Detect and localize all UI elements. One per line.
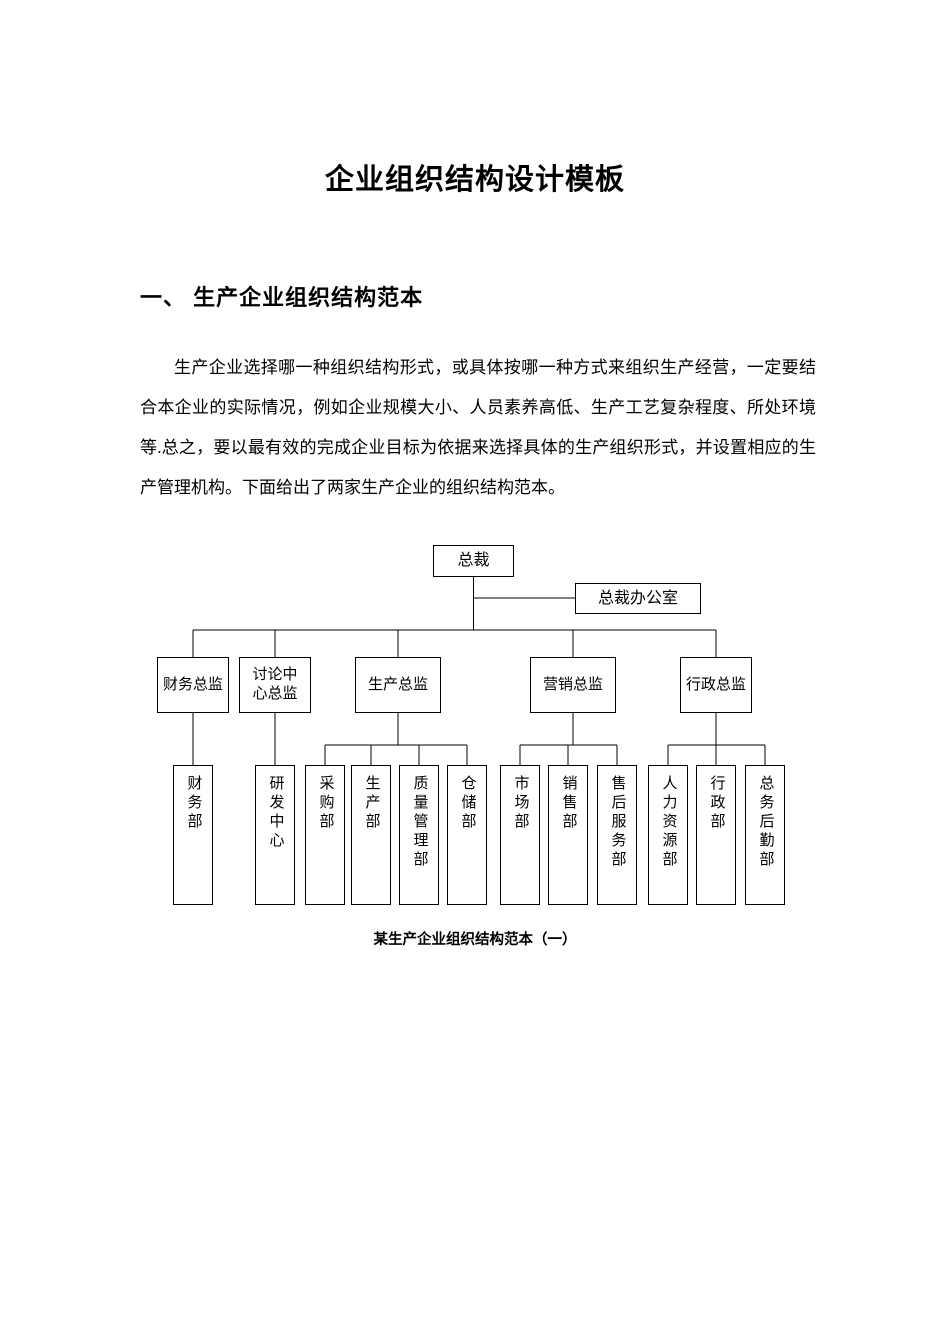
figure-caption: 某生产企业组织结构范本（一） xyxy=(373,932,577,948)
org-node-admin-director: 行政总监 xyxy=(680,657,752,713)
org-node-label: 财务总监 xyxy=(162,676,223,693)
org-node-president-office: 总裁办公室 xyxy=(575,583,701,614)
org-node-president: 总裁 xyxy=(433,545,514,577)
org-node-label: 行政总监 xyxy=(685,676,746,693)
org-node-aftersales-dept: 售后服务部 xyxy=(597,765,637,905)
org-node-label: 市场部 xyxy=(512,775,529,832)
org-node-production-dept: 生产部 xyxy=(351,765,391,905)
org-node-label: 讨论中心总监 xyxy=(252,667,298,702)
org-node-admin-dept: 行政部 xyxy=(696,765,736,905)
org-node-label: 财务部 xyxy=(185,775,202,832)
org-node-discussion-center-director: 讨论中心总监 xyxy=(239,657,311,713)
org-node-warehouse-dept: 仓储部 xyxy=(447,765,487,905)
org-node-sales-dept: 销售部 xyxy=(548,765,588,905)
org-node-logistics-dept: 总务后勤部 xyxy=(745,765,785,905)
body-paragraph: 生产企业选择哪一种组织结构形式，或具体按哪一种方式来组织生产经营，一定要结合本企… xyxy=(140,358,816,497)
org-node-quality-dept: 质量管理部 xyxy=(399,765,439,905)
org-node-label: 生产总监 xyxy=(367,676,428,693)
org-node-marketing-director: 营销总监 xyxy=(530,657,616,713)
org-node-rd-center: 研发中心 xyxy=(255,765,295,905)
org-node-label: 研发中心 xyxy=(267,775,284,851)
org-node-label: 营销总监 xyxy=(542,676,603,693)
org-node-label: 采购部 xyxy=(317,775,334,832)
org-node-label: 销售部 xyxy=(560,775,577,832)
org-node-label: 售后服务部 xyxy=(609,775,626,870)
org-node-label: 仓储部 xyxy=(459,775,476,832)
org-node-production-director: 生产总监 xyxy=(355,657,441,713)
org-node-finance-director: 财务总监 xyxy=(157,657,229,713)
document-title: 企业组织结构设计模板 xyxy=(324,164,625,196)
org-node-label: 人力资源部 xyxy=(660,775,677,870)
org-node-market-dept: 市场部 xyxy=(500,765,540,905)
org-node-finance-dept: 财务部 xyxy=(173,765,213,905)
org-node-label: 质量管理部 xyxy=(411,775,428,870)
org-node-hr-dept: 人力资源部 xyxy=(648,765,688,905)
section-heading: 一、 生产企业组织结构范本 xyxy=(140,285,424,310)
org-node-label: 总务后勤部 xyxy=(757,775,774,870)
org-node-label: 生产部 xyxy=(363,775,380,832)
org-node-purchasing-dept: 采购部 xyxy=(305,765,345,905)
org-node-label: 行政部 xyxy=(708,775,725,832)
